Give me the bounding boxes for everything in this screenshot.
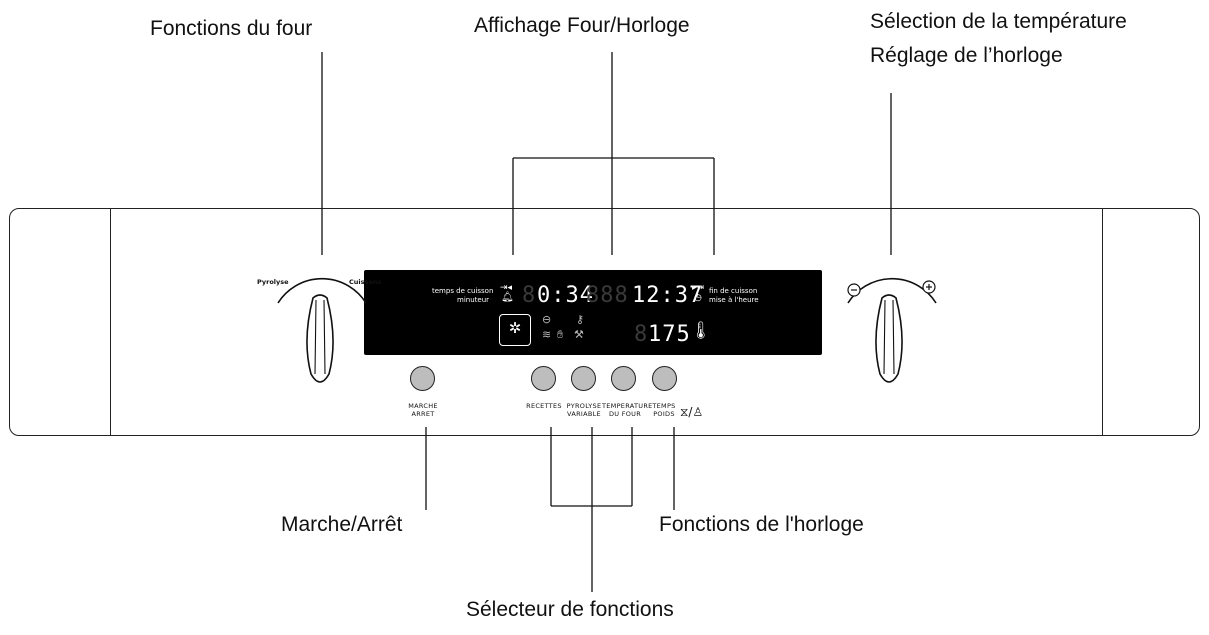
plus-circle-icon [922,280,936,294]
display-text-temps-cuisson: temps de cuisson [432,287,494,295]
callout-reglage-horloge: Réglage de l’horloge [870,44,1063,67]
minus-circle-icon [847,283,861,297]
recettes-label-line1: Recettes [526,402,562,410]
display-time-right: 12:37 [632,283,704,308]
left-knob-label-cuissons: Cuissons [349,278,382,286]
temps-label-line1: Temps [652,402,676,410]
pyrolyse-label-line2: Variable [567,410,601,418]
grill-icon: ⊖ [542,313,552,326]
end-time-icon: ▸⇥ [692,283,705,293]
callout-fonctions-horloge: Fonctions de l'horloge [659,513,864,536]
marche-label-line1: Marche [408,402,438,410]
oven-display: temps de cuisson minuteur ⇥◂ 🔔︎ 8 0:34 8… [364,270,822,355]
fan-icon: ✲ [499,314,531,346]
callout-marche-arret: Marche/Arrêt [281,513,403,536]
display-text-fin-cuisson: fin de cuisson [709,287,758,295]
temperature-four-button[interactable] [611,366,636,391]
display-dim-digits: 888 [586,283,629,308]
panel-divider-right [1102,208,1103,436]
clock-function-symbols: ⧖/♙ [680,405,704,419]
tool-icon: ⚒ [574,328,584,341]
temperature-label-line1: Temperature [602,402,653,410]
callout-fonctions-four: Fonctions du four [150,17,313,40]
pyrolyse-variable-label: Pyrolyse Variable [564,402,604,418]
callout-affichage: Affichage Four/Horloge [474,14,690,37]
hand-icon: ✋︎ [557,328,564,341]
callout-selecteur-fonctions: Sélecteur de fonctions [466,598,674,621]
display-text-minuteur: minuteur [457,296,490,304]
temps-poids-label: Temps Poids [649,402,679,418]
temps-poids-button[interactable] [652,366,677,391]
wave-icon: ≋ [542,328,552,341]
pyrolyse-label-line1: Pyrolyse [566,402,602,410]
display-text-mise-heure: mise à l'heure [709,296,759,304]
temps-label-line2: Poids [653,410,675,418]
display-dim-temp-digit: 8 [634,322,649,347]
temperature-label-line2: du Four [608,410,642,418]
pyrolyse-variable-button[interactable] [571,366,596,391]
left-knob-label-pyrolyse: Pyrolyse [257,278,289,286]
duration-icon: ⇥◂ [500,283,513,293]
left-knob[interactable] [277,277,367,383]
callout-selection-temperature: Sélection de la température [870,10,1127,33]
display-time-left: 0:34 [537,283,594,308]
marche-arret-button[interactable] [410,366,435,391]
display-temperature: 175 [648,322,691,347]
recettes-label: Recettes [526,402,562,410]
recettes-button[interactable] [531,366,556,391]
display-dim-digit: 8 [522,283,537,308]
marche-arret-label: Marche Arret [405,402,441,418]
right-knob[interactable] [847,277,937,383]
key-icon: ⚷ [576,313,585,326]
marche-label-line2: Arret [411,410,435,418]
thermometer-icon: 🌡︎ [690,321,712,341]
clock-icon: ◷ [694,293,702,303]
temperature-four-label: Temperature du Four [602,402,653,418]
oven-control-panel [9,208,1200,436]
bell-icon: 🔔︎ [501,292,514,303]
panel-divider-left [110,208,111,436]
